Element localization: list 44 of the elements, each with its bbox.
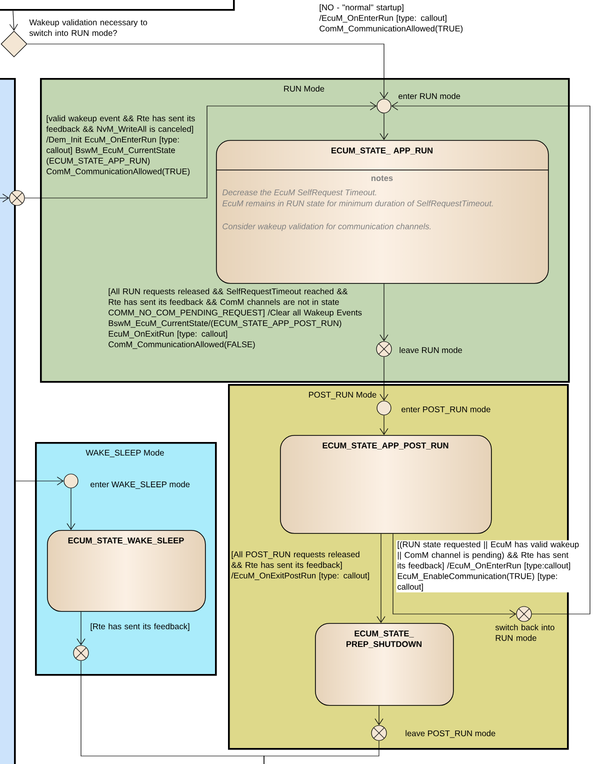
arrow — [380, 284, 388, 342]
arrow — [391, 102, 590, 614]
exit-point — [516, 606, 532, 622]
entry-point — [376, 98, 392, 114]
node-caption: enter RUN mode — [398, 92, 460, 100]
state-box: ECUM_STATE_WAKE_SLEEP — [47, 530, 206, 612]
state-box: ECUM_STATE_ PREP_SHUTDOWN — [315, 623, 454, 706]
state-box: ECUM_STATE_APP_POST_RUN — [280, 435, 492, 534]
arrow — [24, 102, 377, 198]
arrow — [392, 534, 516, 618]
arrow — [0, 194, 10, 202]
arrow — [374, 706, 384, 726]
edge-label: [All POST_RUN requests released && Rte has sent its feedback] /EcuM_OnExitPostRun [type: callout] — [231, 551, 369, 580]
edge-label: [NO - "normal" startup] /EcuM_OnEnterRun [type: callout] ComM_CommunicationAllowed(TRUE) — [319, 4, 463, 34]
node-caption: enter WAKE_SLEEP mode — [90, 481, 190, 489]
arrow — [380, 113, 388, 140]
edge-label: [valid wakeup event && Rte has sent its feedback && NvM_WriteAll is canceled] /Dem_Init EcuM_OnEnterRun [type: callout] BswM_EcuM_CurrentState (ECUM_STATE_APP_RUN) ComM_CommunicationAllowed(TRUE) — [46, 115, 195, 176]
node-caption: Wakeup validation necessary to switch into RUN mode? — [29, 19, 148, 36]
edge-label: [All RUN requests released && SelfRequestTimeout reached && Rte has sent its feedback && ComM channels are not in state COMM_NO_COM_PENDING_REQUEST] /Clear all Wakeup Events BswM_EcuM_CurrentState/(ECUM_STATE_APP_POST_RUN) EcuM_OnExitRun [type: callout] ComM_CommunicationAllowed(FALSE) — [108, 288, 362, 349]
connector-line — [264, 740, 380, 764]
edge-label: [(RUN state requested || EcuM has valid wakeup || ComM channel is pending) && Rte has sent its feedback] /EcuM_OnEnterRun [type:callout] EcuM_EnableCommunication(TRUE) [type: callout] — [396, 540, 584, 592]
node-caption: leave RUN mode — [400, 346, 462, 354]
edge-label: [Rte has sent its feedback] — [90, 623, 190, 631]
arrow — [27, 44, 388, 99]
arrow — [380, 356, 388, 401]
cropped-box — [0, 0, 235, 11]
exit-point — [376, 341, 392, 357]
state-box: ECUM_STATE_ APP_RUN notes Decrease the EcuM SelfRequest Timeout. EcuM remains in RUN state for minimum duration of SelfRequestTimeout. Consider wakeup validation for communication channels. — [216, 140, 549, 284]
cropped-box — [0, 78, 16, 764]
node-caption: switch back into RUN mode — [495, 624, 554, 641]
exit-point — [371, 725, 387, 741]
arrow — [66, 488, 76, 530]
arrow — [16, 476, 64, 486]
arrow — [380, 415, 388, 435]
node-caption: leave POST_RUN mode — [406, 730, 496, 738]
arrow — [376, 534, 386, 623]
exit-point — [73, 645, 89, 661]
arrow — [76, 612, 86, 646]
arrow — [9, 10, 18, 31]
entry-point — [64, 474, 78, 488]
decision-diamond — [0, 30, 28, 58]
node-caption: enter POST_RUN mode — [402, 406, 490, 414]
exit-point — [9, 190, 25, 206]
entry-point — [376, 400, 392, 416]
